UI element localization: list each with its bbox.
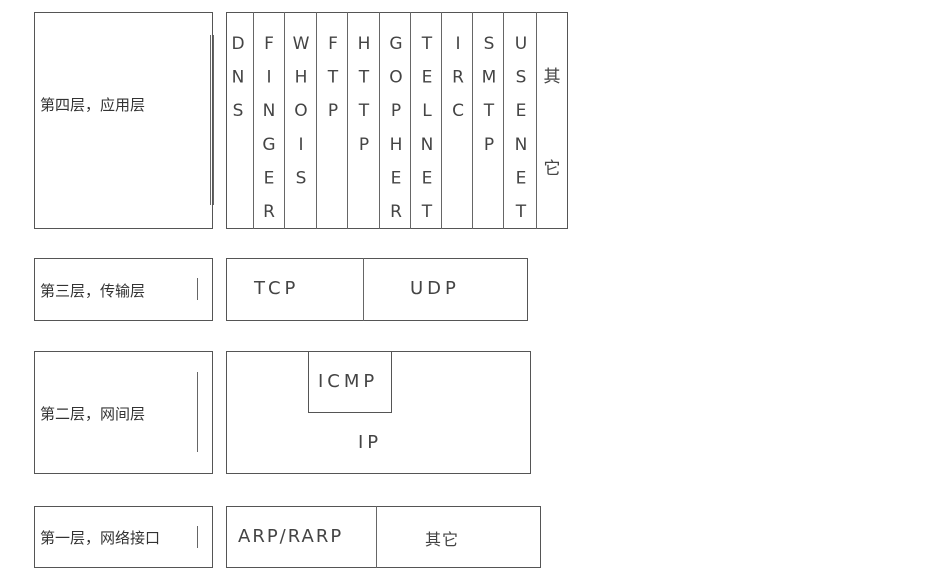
protocol-ftp: FTP <box>323 34 343 135</box>
column-divider <box>441 12 442 229</box>
column-divider <box>410 12 411 229</box>
column-divider <box>472 12 473 229</box>
transport-protocols-box <box>226 258 528 321</box>
other-bottom: 它 <box>543 159 561 179</box>
protocol-udp: UDP <box>410 278 460 299</box>
divider <box>210 35 211 205</box>
column-divider <box>536 12 537 229</box>
column-divider <box>253 12 254 229</box>
internet-layer-label: 第二层，网间层 <box>40 405 146 423</box>
protocol-gopher: GOPHER <box>386 34 406 236</box>
divider <box>197 278 198 300</box>
network-protocols-box <box>226 506 541 568</box>
protocol-dns: DNS <box>228 34 248 135</box>
application-layer-label: 第四层，应用层 <box>40 96 146 114</box>
protocol-smtp: SMTP <box>479 34 499 169</box>
protocol-other: 其它 <box>425 530 460 549</box>
internet-layer-label-box <box>34 351 213 474</box>
divider <box>197 526 198 548</box>
internet-protocols-box <box>226 351 531 474</box>
divider <box>197 372 198 452</box>
column-divider <box>379 12 380 229</box>
protocol-telnet: TELNET <box>417 34 437 236</box>
protocol-icmp: ICMP <box>318 371 379 392</box>
column-divider <box>503 12 504 229</box>
divider <box>363 258 364 321</box>
application-layer-label-box <box>34 12 213 229</box>
protocol-whois: WHOIS <box>291 34 311 202</box>
protocol-finger: FINGER <box>259 34 279 236</box>
protocol-irc: IRC <box>448 34 468 135</box>
network-layer-label-box <box>34 506 213 568</box>
divider <box>376 506 377 568</box>
application-protocols-box <box>226 12 568 229</box>
protocol-usenet: USENET <box>511 34 531 236</box>
protocol-http: HTTP <box>354 34 374 169</box>
protocol-arp-rarp: ARP/RARP <box>238 526 344 547</box>
column-divider <box>347 12 348 229</box>
transport-layer-label: 第三层，传输层 <box>40 282 146 300</box>
transport-layer-label-box <box>34 258 213 321</box>
network-layer-label: 第一层，网络接口 <box>40 529 161 547</box>
column-divider <box>284 12 285 229</box>
other-top: 其 <box>543 67 561 87</box>
column-divider <box>316 12 317 229</box>
divider <box>213 35 214 205</box>
icmp-box <box>308 351 392 413</box>
protocol-ip: IP <box>358 432 383 453</box>
protocol-tcp: TCP <box>254 278 300 299</box>
